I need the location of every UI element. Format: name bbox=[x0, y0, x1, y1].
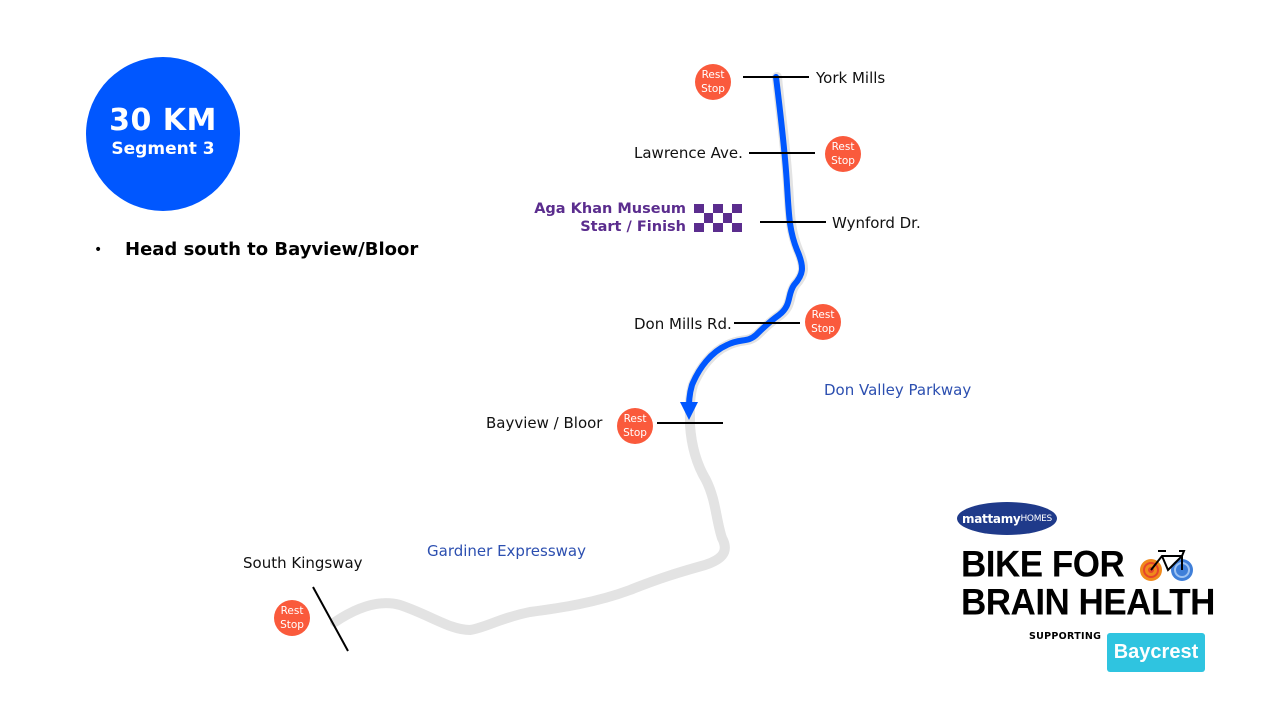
rest-stop-text: Stop bbox=[280, 619, 304, 631]
bicycle-icon bbox=[1140, 550, 1193, 581]
segment-badge: 30 KM Segment 3 bbox=[86, 57, 240, 211]
rest-stop-text: Stop bbox=[623, 427, 647, 439]
road-label-dvp: Don Valley Parkway bbox=[824, 381, 972, 399]
event-logo: BIKE FOR BRAIN HEALTH bbox=[961, 543, 1215, 623]
bullet-icon: • bbox=[94, 242, 103, 258]
rest-stop-text: Rest bbox=[811, 309, 835, 321]
start-finish-venue: Aga Khan Museum bbox=[534, 201, 686, 217]
road-label-gardiner: Gardiner Expressway bbox=[427, 542, 586, 560]
rest-stop-text: Stop bbox=[701, 83, 725, 95]
supporting-label: SUPPORTING bbox=[1029, 631, 1102, 642]
place-label-lawrence: Lawrence Ave. bbox=[634, 144, 743, 162]
rest-stop-text: Stop bbox=[811, 323, 835, 335]
segment-distance: 30 KM bbox=[109, 103, 217, 138]
start-finish-text: Start / Finish bbox=[580, 219, 686, 235]
rest-stop-text: Rest bbox=[280, 605, 304, 617]
rest-stop-text: Rest bbox=[701, 69, 725, 81]
place-label-south-kingsway: South Kingsway bbox=[243, 554, 363, 572]
place-label-wynford: Wynford Dr. bbox=[832, 214, 921, 232]
direction-arrow-icon bbox=[680, 402, 698, 420]
event-title-line2: BRAIN HEALTH bbox=[961, 581, 1215, 623]
rest-stop-text: Rest bbox=[623, 413, 647, 425]
start-finish-label: Aga Khan Museum Start / Finish bbox=[520, 200, 686, 236]
sponsor-name: mattamy bbox=[962, 511, 1021, 526]
beneficiary-logo: Baycrest bbox=[1107, 633, 1205, 672]
place-label-don-mills: Don Mills Rd. bbox=[634, 315, 732, 333]
instruction-text: Head south to Bayview/Bloor bbox=[125, 239, 419, 260]
route-active-path bbox=[686, 74, 805, 413]
segment-number: Segment 3 bbox=[111, 139, 215, 159]
instruction-item: • Head south to Bayview/Bloor bbox=[94, 239, 418, 260]
event-title-line1: BIKE FOR bbox=[961, 543, 1125, 585]
rest-stop-text: Stop bbox=[831, 155, 855, 167]
sponsor-suffix: HOMES bbox=[1020, 513, 1052, 524]
place-label-bayview-bloor: Bayview / Bloor bbox=[486, 414, 603, 432]
checkered-flag-icon bbox=[694, 204, 742, 232]
place-label-york-mills: York Mills bbox=[816, 69, 886, 87]
rest-stop-text: Rest bbox=[831, 141, 855, 153]
south-kingsway-tick bbox=[312, 586, 349, 652]
